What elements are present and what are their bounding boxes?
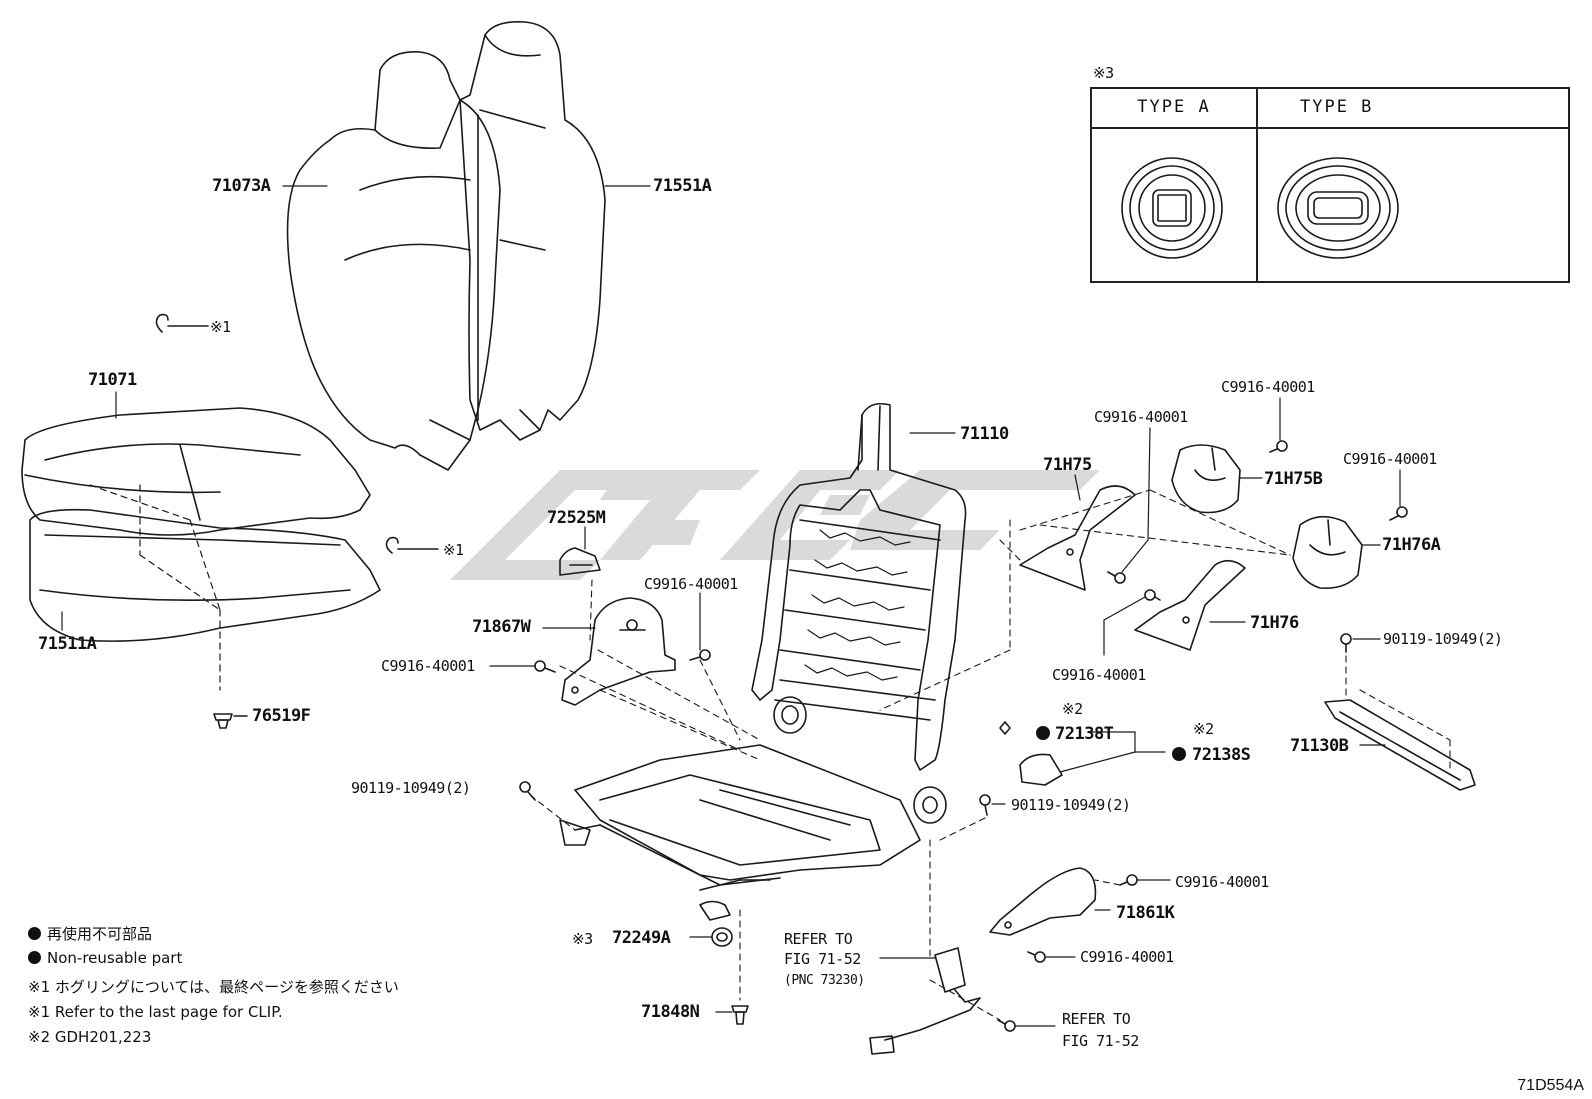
label-72525M: 72525M [547, 508, 606, 528]
label-c9916-b: C9916-40001 [381, 657, 475, 675]
label-mark-2b: ※2 [1193, 720, 1214, 738]
clip-76519F [214, 714, 247, 728]
label-c9916-d: C9916-40001 [1221, 378, 1315, 396]
rail-71130B [1325, 700, 1475, 790]
guide-lines-cushion [90, 485, 220, 690]
legend-jp: 再使用不可部品 [28, 923, 152, 944]
label-90119-c: 90119-10949(2) [1011, 796, 1131, 814]
cover-71H76A [1293, 517, 1362, 589]
label-71073A: 71073A [212, 176, 271, 196]
cushion-cover-71071 [22, 408, 370, 535]
label-refer-1a: REFER TO [784, 930, 853, 948]
label-refer-2a: REFER TO [1062, 1010, 1131, 1028]
label-c9916-e: C9916-40001 [1343, 450, 1437, 468]
leader-lines [62, 186, 1400, 1026]
label-90119-b: 90119-10949(2) [351, 779, 471, 797]
label-71511A: 71511A [38, 634, 97, 654]
label-clip-note-1b: ※1 [443, 541, 464, 559]
cover-71H75B [1172, 445, 1240, 513]
label-90119-a: 90119-10949(2) [1383, 630, 1503, 648]
label-c9916-a: C9916-40001 [644, 575, 738, 593]
label-c9916-h: C9916-40001 [1080, 948, 1174, 966]
label-71H76: 71H76 [1250, 613, 1299, 633]
latch-part [560, 820, 590, 845]
label-72249A: 72249A [612, 928, 671, 948]
bolts-c9916 [520, 441, 1407, 1031]
label-c9916-g: C9916-40001 [1175, 873, 1269, 891]
note-2: ※2 GDH201,223 [28, 1028, 152, 1046]
cover-71861K [990, 868, 1095, 935]
knob-72138 [1000, 722, 1062, 785]
guide-lines [530, 490, 1450, 1020]
label-71110: 71110 [960, 424, 1009, 444]
bracket-71H76 [1135, 561, 1245, 650]
label-refer-2b: FIG 71-52 [1062, 1032, 1139, 1050]
grommet-72249A [712, 928, 732, 946]
label-72138T: 72138T [1055, 724, 1114, 744]
watermark-logo [450, 470, 1100, 580]
label-71551A: 71551A [653, 176, 712, 196]
type-a-heading: TYPE A [1137, 97, 1211, 117]
label-71H75: 71H75 [1043, 455, 1092, 475]
legend-en: Non-reusable part [28, 949, 182, 967]
hog-ring-clip [156, 315, 438, 553]
clip-71848N [732, 1006, 748, 1024]
non-reusable-dots [1036, 726, 1186, 761]
type-box-mark: ※3 [1093, 64, 1114, 82]
label-mark-3: ※3 [572, 930, 593, 948]
type-grommet-drawings [1122, 158, 1398, 258]
label-mark-2a: ※2 [1062, 700, 1083, 718]
seat-frame-71110 [575, 404, 966, 890]
type-comparison-box: TYPE A TYPE B [1090, 87, 1570, 283]
label-71H76A: 71H76A [1382, 535, 1441, 555]
latch-lower [700, 902, 730, 921]
label-71848N: 71848N [641, 1002, 700, 1022]
knob-72525M [560, 548, 600, 575]
label-71867W: 71867W [472, 617, 531, 637]
label-71861K: 71861K [1116, 903, 1175, 923]
cushion-pad-71511A [30, 510, 380, 641]
label-76519F: 76519F [252, 706, 311, 726]
label-71H75B: 71H75B [1264, 469, 1323, 489]
label-71130B: 71130B [1290, 736, 1349, 756]
label-refer-1b: FIG 71-52 [784, 950, 861, 968]
seatback-cover-71073A [288, 52, 500, 470]
diagram-code: 71D554A [1517, 1077, 1584, 1094]
label-72138S: 72138S [1192, 745, 1251, 765]
type-b-heading: TYPE B [1300, 97, 1374, 117]
seatbelt-buckle [870, 948, 980, 1054]
note-1-jp: ※1 ホグリングについては、最終ページを参照ください [28, 978, 399, 996]
note-1-en: ※1 Refer to the last page for CLIP. [28, 1003, 283, 1021]
seatback-pad-71551A [460, 22, 605, 440]
label-refer-1c: (PNC 73230) [784, 973, 865, 988]
label-71071: 71071 [88, 370, 137, 390]
label-clip-note-1a: ※1 [210, 318, 231, 336]
shield-71867W [562, 598, 675, 705]
label-c9916-f: C9916-40001 [1052, 666, 1146, 684]
label-c9916-c: C9916-40001 [1094, 408, 1188, 426]
bracket-71H75 [1020, 486, 1135, 590]
